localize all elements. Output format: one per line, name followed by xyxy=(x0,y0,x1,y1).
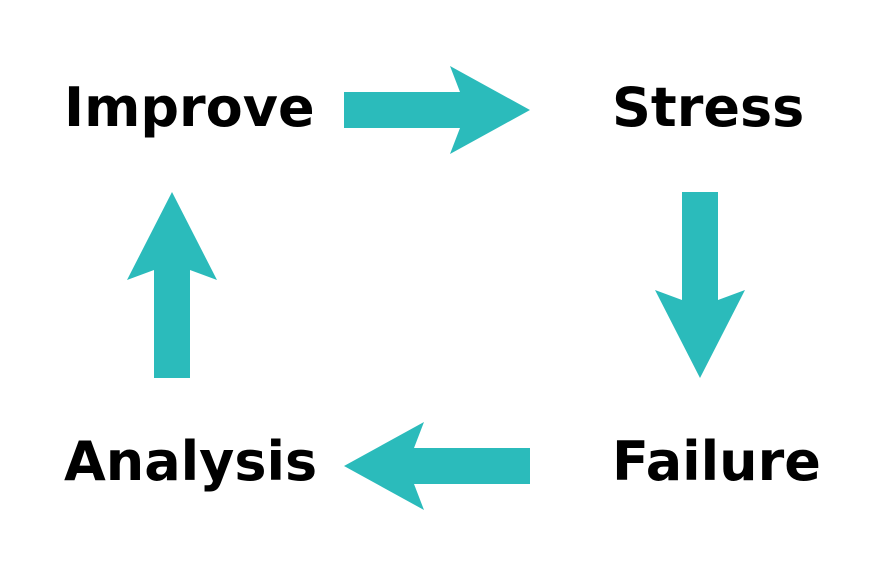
node-stress: Stress xyxy=(612,76,805,139)
arrow-right-icon xyxy=(344,66,530,154)
node-failure: Failure xyxy=(612,430,821,493)
node-analysis: Analysis xyxy=(64,430,318,493)
arrow-right-shape xyxy=(344,66,530,154)
arrow-up-icon xyxy=(127,192,217,378)
arrow-down-shape xyxy=(655,192,745,378)
node-improve: Improve xyxy=(64,76,315,139)
arrow-up-shape xyxy=(127,192,217,378)
arrow-down-icon xyxy=(655,192,745,378)
arrow-left-shape xyxy=(344,422,530,510)
arrow-left-icon xyxy=(344,422,530,510)
